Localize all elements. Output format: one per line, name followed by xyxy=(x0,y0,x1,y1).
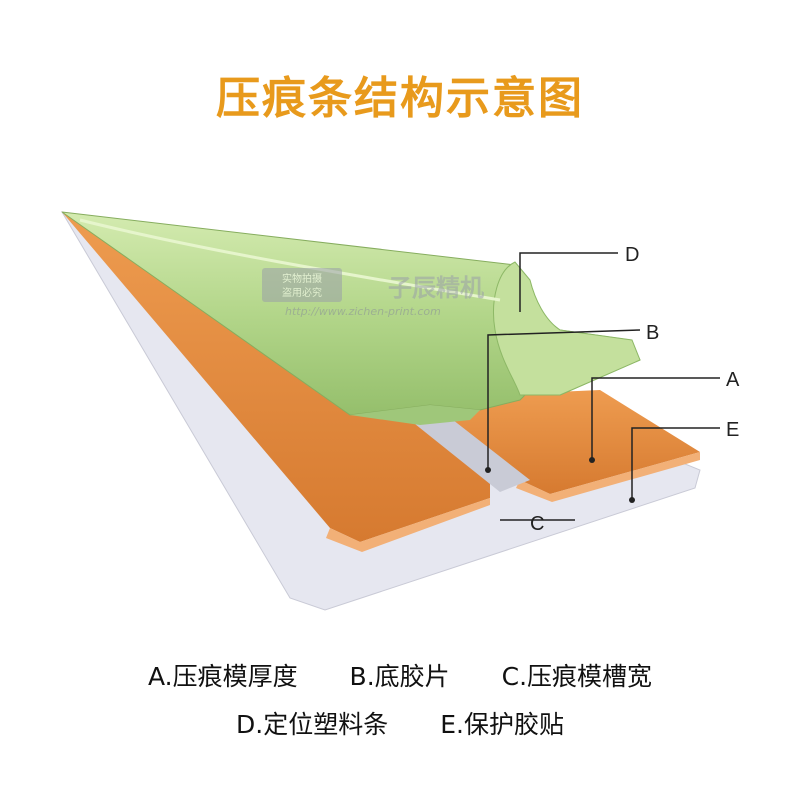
callout-label-e: E xyxy=(726,419,739,441)
channel-gap xyxy=(400,402,530,492)
callout-label-b: B xyxy=(646,322,659,344)
watermark-line2: 盗用必究 xyxy=(282,286,322,299)
watermark-brand: 子辰精机 xyxy=(388,274,484,302)
callout-dots xyxy=(485,457,635,503)
legend-row-1: A.压痕模厚度 B.底胶片 C.压痕模槽宽 xyxy=(0,657,800,693)
legend-row-2: D.定位塑料条 E.保护胶贴 xyxy=(0,705,800,741)
page-title: 压痕条结构示意图 xyxy=(216,73,584,124)
watermark: 实物拍摄 盗用必究 子辰精机 http://www.zichen-print.c… xyxy=(262,268,484,318)
green-strip-highlight xyxy=(79,218,501,302)
green-strip-underside xyxy=(350,405,480,425)
callout-lines xyxy=(487,252,720,521)
watermark-line1: 实物拍摄 xyxy=(282,272,322,285)
legend-item-b: B.底胶片 xyxy=(349,662,450,691)
watermark-url: http://www.zichen-print.com xyxy=(285,305,441,318)
callout-label-a: A xyxy=(726,369,740,391)
legend-item-a: A.压痕模厚度 xyxy=(147,662,298,691)
legend-item-c: C.压痕模槽宽 xyxy=(501,662,653,691)
callout-label-c: C xyxy=(530,513,544,535)
green-strip-profile xyxy=(493,261,641,396)
legend-item-d: D.定位塑料条 xyxy=(236,710,389,739)
legend-item-e: E.保护胶贴 xyxy=(440,710,564,739)
base-rubber-right xyxy=(420,390,700,494)
base-rubber-left xyxy=(62,212,490,542)
callout-label-d: D xyxy=(625,244,639,266)
